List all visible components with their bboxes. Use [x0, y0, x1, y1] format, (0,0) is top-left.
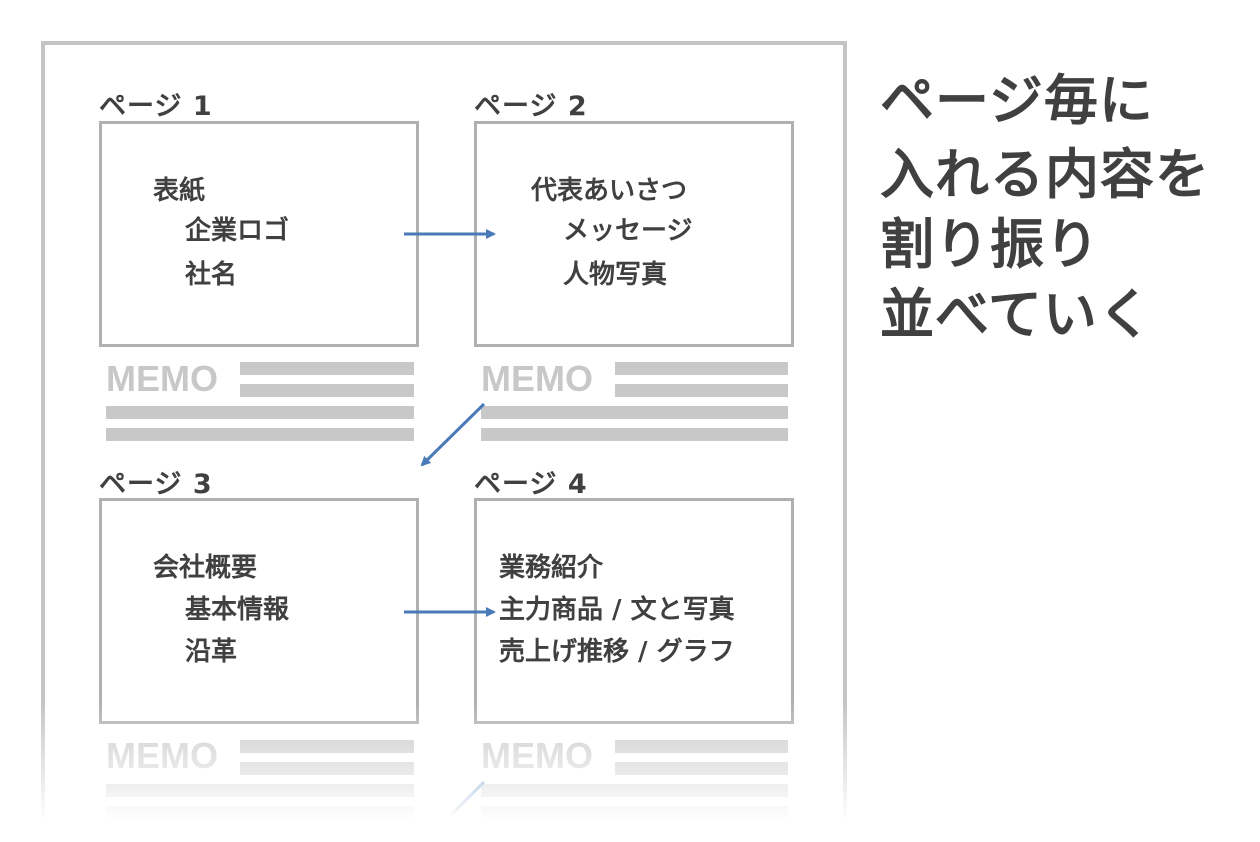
page-2-label: ページ 2 [474, 91, 588, 122]
memo-line [615, 384, 788, 397]
title-line-1: ページ毎に [880, 69, 1154, 132]
page-1-line-2: 企業ロゴ [185, 216, 290, 246]
page-2-line-1: 代表あいさつ [531, 176, 688, 206]
page-3-label: ページ 3 [99, 469, 213, 500]
arrow-page2-to-page3 [420, 402, 486, 467]
memo-line [240, 384, 414, 397]
page-2-line-2: メッセージ [563, 216, 693, 246]
page-1-line-3: 社名 [185, 260, 238, 290]
page-3-line-1: 会社概要 [153, 553, 258, 583]
arrow-page4-continue [450, 780, 486, 816]
page-2-box: 代表あいさつ メッセージ 人物写真 [474, 121, 794, 347]
title-line-2: 入れる内容を [880, 143, 1210, 206]
page-1-box: 表紙 企業ロゴ 社名 [99, 121, 419, 347]
memo-label: MEMO [106, 358, 218, 399]
memo-label: MEMO [481, 358, 593, 399]
page-2-line-3: 人物写真 [563, 260, 668, 290]
memo-line [106, 406, 414, 419]
page-3-line-3: 沿革 [185, 637, 238, 667]
page-3-line-2: 基本情報 [185, 595, 290, 625]
memo-line [106, 428, 414, 441]
memo-line [481, 406, 788, 419]
page-4-label: ページ 4 [474, 469, 588, 500]
title-line-4: 並べていく [880, 283, 1153, 346]
page-3-box: 会社概要 基本情報 沿革 [99, 498, 419, 724]
layout-sheet [41, 41, 847, 831]
page-1-line-1: 表紙 [153, 176, 206, 206]
memo-line [615, 362, 788, 375]
page-1-label: ページ 1 [99, 91, 213, 122]
page-4-line-3: 売上げ推移 / グラフ [499, 637, 735, 667]
page-4-box: 業務紹介 主力商品 / 文と写真 売上げ推移 / グラフ [474, 498, 794, 724]
page-4-line-2: 主力商品 / 文と写真 [499, 595, 735, 625]
memo-line [240, 362, 414, 375]
memo-line [481, 428, 788, 441]
page-4-line-1: 業務紹介 [499, 553, 604, 583]
title-line-3: 割り振り [880, 213, 1100, 276]
